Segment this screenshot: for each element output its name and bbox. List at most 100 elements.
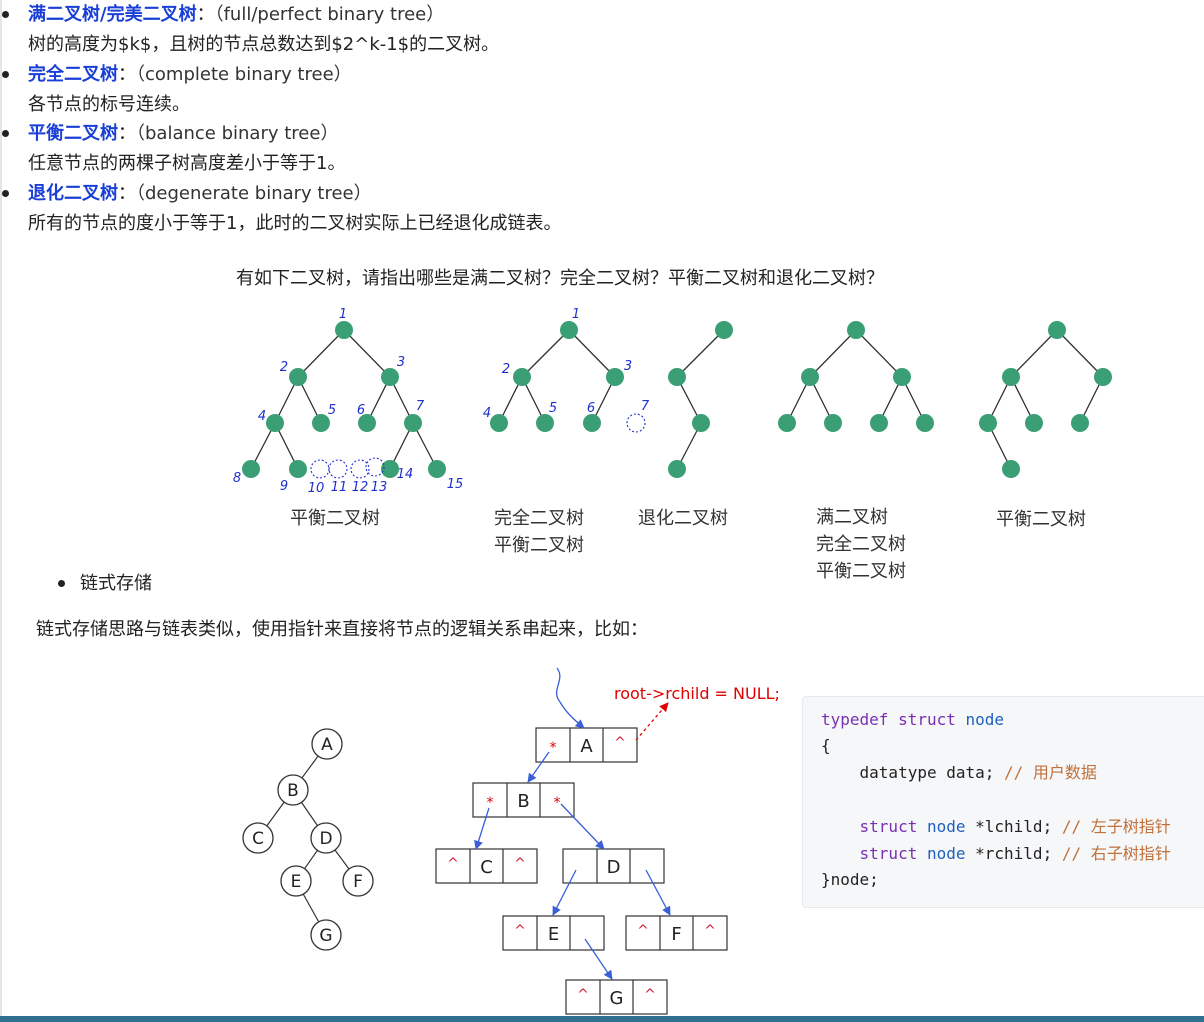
- linked-node-box: [502, 915, 605, 951]
- term-colon: ：: [118, 64, 136, 85]
- tree4-node: [801, 368, 819, 386]
- tree2-node-number: 7: [641, 399, 650, 414]
- tree1-edge: [297, 329, 345, 378]
- term-colon: ：: [196, 4, 215, 25]
- lchild-null: ^: [447, 856, 459, 872]
- code-keyword: struct: [898, 710, 956, 729]
- code-line: }node;: [821, 870, 879, 889]
- term-name: 平衡二叉树: [28, 123, 118, 144]
- linked-node-box: [565, 979, 668, 1015]
- example-tree-edge: [304, 849, 318, 870]
- tree2-edge: [568, 329, 616, 378]
- code-keyword: struct: [821, 844, 918, 863]
- term-heading: 退化二叉树：（degenerate binary tree）: [28, 181, 372, 207]
- tree3-node: [692, 414, 710, 432]
- linked-node-data: G: [610, 988, 624, 1009]
- linked-node-box: [472, 782, 575, 818]
- tree2-node: [536, 414, 554, 432]
- null-annotation: root->rchild = NULL;: [614, 684, 780, 703]
- code-line: struct node *rchild; // 右子树指针: [821, 843, 1171, 865]
- tree4-node: [778, 414, 796, 432]
- tree4-edge: [855, 329, 903, 378]
- term-colon: ：: [118, 123, 136, 144]
- tree1-edge: [343, 329, 391, 378]
- term-heading: 平衡二叉树：（balance binary tree）: [28, 121, 338, 147]
- lchild-null: ^: [514, 923, 526, 939]
- example-tree-node: [342, 865, 374, 897]
- pointer-arrow: [552, 869, 577, 916]
- term-english: （full/perfect binary tree）: [214, 4, 445, 25]
- lchild-null: ^: [577, 987, 589, 1003]
- tree3-node: [715, 321, 733, 339]
- example-tree-node-label: F: [353, 872, 363, 892]
- bullet-icon: [2, 11, 9, 18]
- linked-storage-description: 链式存储思路与链表类似，使用指针来直接将节点的逻辑关系串起来，比如：: [36, 619, 648, 640]
- tree1-missing-node: [350, 459, 370, 479]
- tree2-node-number: 6: [587, 401, 595, 416]
- tree1-node: [266, 414, 284, 432]
- tree2-missing-node: [626, 413, 646, 433]
- tree4-label-line: 满二叉树: [816, 507, 888, 528]
- linked-node: *B*: [472, 782, 575, 818]
- tree2-node: [513, 368, 531, 386]
- tree2-label-line: 平衡二叉树: [494, 535, 584, 556]
- tree4-label: 满二叉树 完全二叉树 平衡二叉树: [816, 504, 906, 585]
- term-name: 满二叉树/完美二叉树: [28, 4, 197, 25]
- term-name: 退化二叉树: [28, 183, 118, 204]
- example-tree-node: [280, 865, 312, 897]
- tree2-node-number: 4: [483, 406, 491, 421]
- tree1-node-number: 11: [331, 480, 348, 495]
- pointer-arrow: [527, 751, 550, 783]
- tree1-node: [312, 414, 330, 432]
- tree2-node-number: 3: [624, 359, 632, 374]
- term-heading: 满二叉树/完美二叉树：（full/perfect binary tree）: [28, 2, 444, 28]
- bullet-icon: [2, 190, 9, 197]
- tree4-label-line: 完全二叉树: [816, 534, 906, 555]
- code-text: datatype data;: [821, 763, 1005, 782]
- tree5-node: [1048, 321, 1066, 339]
- tree1-node: [381, 460, 399, 478]
- tree1-node-number: 5: [328, 403, 336, 418]
- code-line: datatype data; // 用户数据: [821, 762, 1097, 784]
- code-line: typedef struct node: [821, 709, 1004, 731]
- tree3-label-line: 退化二叉树: [638, 508, 728, 529]
- example-tree-edge: [302, 893, 320, 923]
- bullet-icon: [2, 130, 9, 137]
- term-english: （complete binary tree）: [136, 64, 352, 85]
- tree1-node-number: 15: [447, 477, 464, 492]
- tree3-edge: [676, 329, 725, 378]
- null-annotation-arrow: [635, 702, 669, 741]
- example-tree-node: [311, 728, 343, 760]
- code-type: node: [917, 844, 966, 863]
- tree2-node-number: 1: [572, 307, 580, 322]
- code-keyword: struct: [821, 817, 918, 836]
- root-pointer-arrow: [555, 667, 585, 729]
- tree1-label: 平衡二叉树: [290, 505, 380, 532]
- tree5-edge: [1056, 329, 1104, 378]
- example-tree-node-label: C: [252, 829, 264, 849]
- term-colon: ：: [118, 183, 136, 204]
- tree5-node: [979, 414, 997, 432]
- left-border: [0, 0, 2, 1016]
- example-tree-node-label: E: [291, 872, 302, 892]
- tree4-node: [870, 414, 888, 432]
- tree3-node: [668, 460, 686, 478]
- bottom-bar: [0, 1016, 1204, 1022]
- tree2-node: [606, 368, 624, 386]
- code-comment: // 左子树指针: [1061, 817, 1171, 836]
- tree1-node-number: 12: [352, 480, 369, 495]
- sub-heading: 链式存储: [80, 573, 152, 594]
- tree1-node: [289, 368, 307, 386]
- tree1-node-number: 3: [397, 355, 405, 370]
- example-tree-edge: [301, 802, 318, 826]
- rchild-null: ^: [704, 923, 716, 939]
- example-tree-edge: [334, 849, 350, 870]
- pointer-arrow: [584, 938, 613, 980]
- tree4-node: [893, 368, 911, 386]
- term-english: （balance binary tree）: [136, 123, 339, 144]
- rchild-null: ^: [614, 735, 626, 751]
- term-description: 树的高度为$k$，且树的节点总数达到$2^k-1$的二叉树。: [28, 34, 500, 55]
- tree5-edge: [1010, 329, 1058, 378]
- tree5-node: [1071, 414, 1089, 432]
